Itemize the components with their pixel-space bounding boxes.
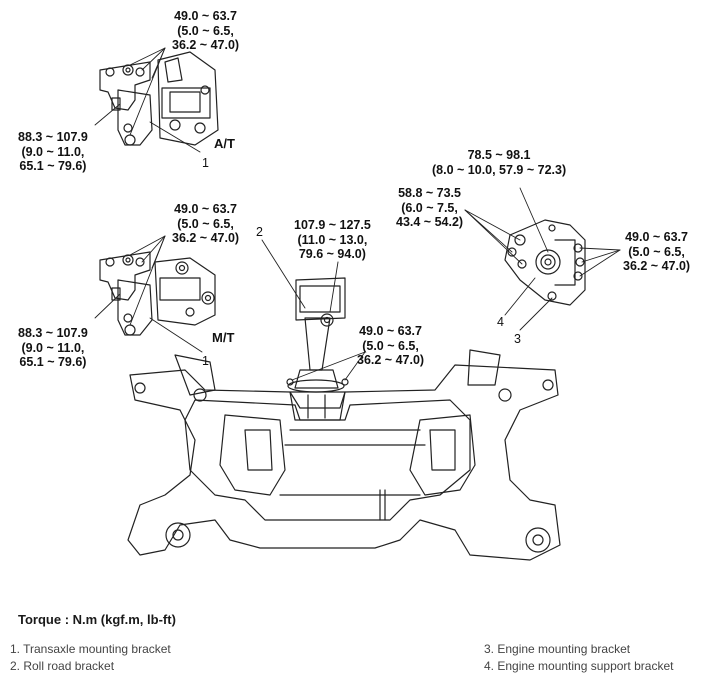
legend-item: 2. Roll road bracket (10, 659, 115, 673)
at-tag: A/T (214, 136, 235, 151)
torque-label-roll-rod: 107.9 ~ 127.5 (11.0 ~ 13.0, 79.6 ~ 94.0) (294, 218, 371, 261)
mt-tag: M/T (212, 330, 235, 345)
at-transaxle-bracket (99, 51, 219, 146)
callout-2: 2 (256, 225, 263, 239)
torque-label-roll-rod-base: 49.0 ~ 63.7 (5.0 ~ 6.5, 36.2 ~ 47.0) (357, 324, 425, 367)
torque-label-at-top: 49.0 ~ 63.7 (5.0 ~ 6.5, 36.2 ~ 47.0) (172, 9, 240, 52)
torque-label-engine-left: 58.8 ~ 73.5 (6.0 ~ 7.5, 43.4 ~ 54.2) (396, 186, 464, 229)
legend-left: 1. Transaxle mounting bracket 2. Roll ro… (10, 641, 171, 675)
torque-label-mt-top: 49.0 ~ 63.7 (5.0 ~ 6.5, 36.2 ~ 47.0) (172, 202, 240, 245)
mt-transaxle-bracket (99, 251, 216, 336)
callout-1-mt: 1 (202, 354, 209, 368)
legend-item: 3. Engine mounting bracket (484, 642, 631, 656)
torque-label-engine-right: 49.0 ~ 63.7 (5.0 ~ 6.5, 36.2 ~ 47.0) (623, 230, 691, 273)
torque-label-mt-left: 88.3 ~ 107.9 (9.0 ~ 11.0, 65.1 ~ 79.6) (18, 326, 88, 369)
torque-label-at-left: 88.3 ~ 107.9 (9.0 ~ 11.0, 65.1 ~ 79.6) (18, 130, 88, 173)
torque-label-engine-top: 78.5 ~ 98.1 (8.0 ~ 10.0, 57.9 ~ 72.3) (432, 148, 567, 177)
callout-4: 4 (497, 315, 504, 329)
legend-item: 4. Engine mounting support bracket (484, 659, 674, 673)
engine-mount-bracket (504, 219, 586, 306)
front-subframe (127, 349, 561, 561)
legend-right: 3. Engine mounting bracket 4. Engine mou… (484, 641, 673, 675)
legend-item: 1. Transaxle mounting bracket (10, 642, 171, 656)
roll-rod-bracket (286, 277, 349, 421)
callout-3: 3 (514, 332, 521, 346)
mounting-diagram (94, 47, 621, 561)
callout-1-at: 1 (202, 156, 209, 170)
torque-unit-note: Torque : N.m (kgf.m, lb-ft) (18, 612, 176, 627)
